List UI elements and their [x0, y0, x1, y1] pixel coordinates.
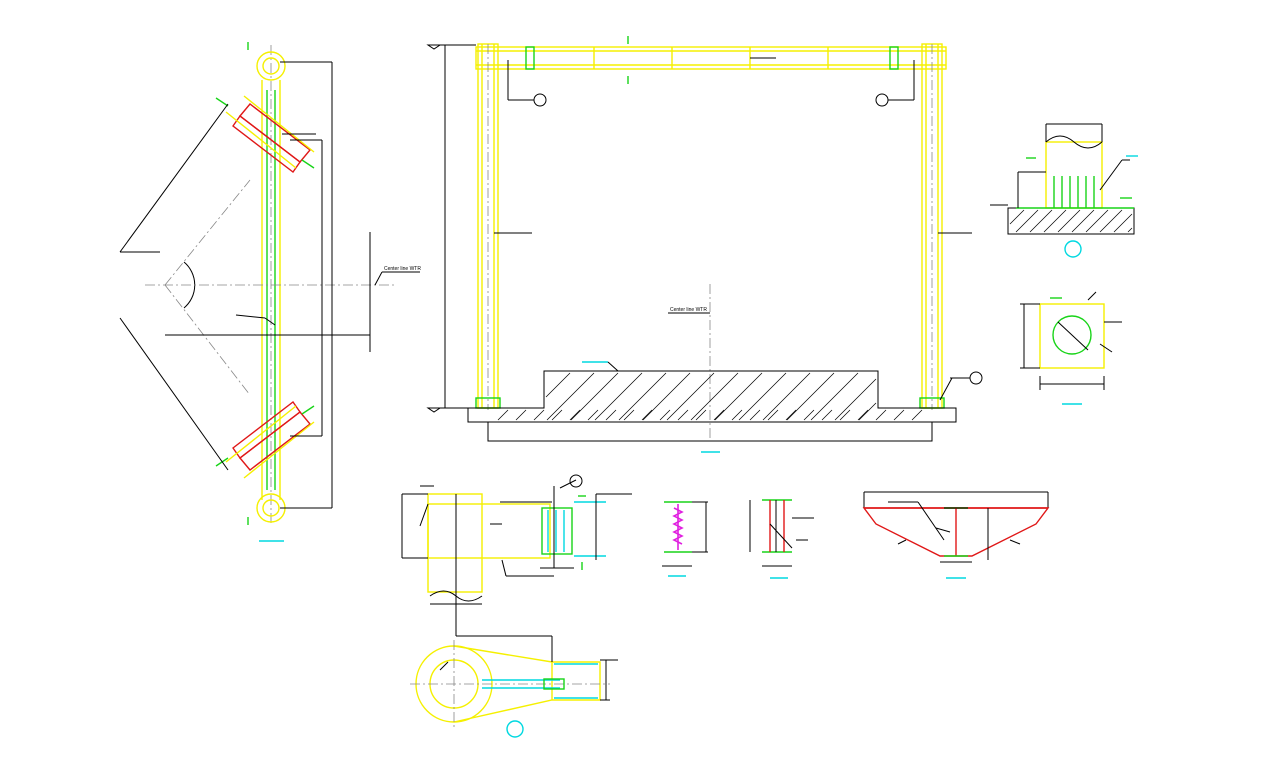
hatch-line [738, 372, 787, 421]
hatch-line [666, 372, 715, 421]
base-hatch [1009, 209, 1133, 233]
hatch-line [1113, 213, 1133, 233]
hatch-line [839, 409, 851, 421]
hatch-line [834, 378, 877, 421]
hatch-line [810, 372, 859, 421]
hatch-line [587, 409, 599, 421]
magenta-bolt-section [662, 501, 708, 577]
hatch-line [1057, 209, 1081, 233]
connection-detail [401, 474, 632, 636]
hatch-line [785, 409, 797, 421]
hatch-line [1029, 209, 1053, 233]
hatch-line [731, 409, 743, 421]
hatch-line [594, 372, 643, 421]
hatch-line [1043, 209, 1067, 233]
hatch-line [858, 402, 877, 421]
hatch-line [545, 372, 571, 398]
hatch-line [695, 409, 707, 421]
hatch-line [551, 409, 563, 421]
foundation-hatch [497, 372, 923, 421]
pin-plate-detail [410, 635, 618, 738]
hatch-line [875, 409, 887, 421]
lower-brace-plate [215, 400, 315, 479]
hatch-line [893, 409, 905, 421]
girder-section [862, 491, 1050, 579]
hatch-line [515, 409, 527, 421]
upper-brace-plate [215, 95, 315, 174]
hatch-line [857, 409, 869, 421]
hatch-line [749, 409, 761, 421]
hatch-line [911, 409, 923, 421]
brace-elevation: Center line WTR [119, 42, 421, 542]
hatch-line [570, 372, 619, 421]
hatch-line [1015, 209, 1039, 233]
hatch-line [677, 409, 689, 421]
hatch-line [1127, 227, 1133, 233]
hatch-line [623, 409, 635, 421]
hatch-line [714, 372, 763, 421]
hatch-line [821, 409, 833, 421]
portal-frame: Center line WTR [426, 36, 983, 453]
hatch-line [1071, 209, 1095, 233]
hatch-line [642, 372, 691, 421]
hatch-line [618, 372, 667, 421]
hatch-line [497, 409, 509, 421]
hatch-line [1009, 209, 1025, 225]
base-detail-top-right [990, 123, 1138, 258]
hatch-line [546, 372, 595, 421]
pipe-section-detail [1020, 291, 1122, 405]
hatch-line [786, 372, 835, 421]
hatch-line [690, 372, 739, 421]
hatch-line [767, 409, 779, 421]
hatch-line [569, 409, 581, 421]
hatch-line [713, 409, 725, 421]
hatch-line [803, 409, 815, 421]
hatch-line [641, 409, 653, 421]
hatch-line [762, 372, 811, 421]
hatch-line [659, 409, 671, 421]
center-line-label-left: Center line WTR [384, 266, 421, 272]
hatch-line [605, 409, 617, 421]
i-section-red [749, 499, 814, 579]
hatch-line [533, 409, 545, 421]
center-line-label-main: Center line WTR [670, 307, 707, 313]
hatch-line [1085, 209, 1109, 233]
hatch-line [1099, 209, 1123, 233]
